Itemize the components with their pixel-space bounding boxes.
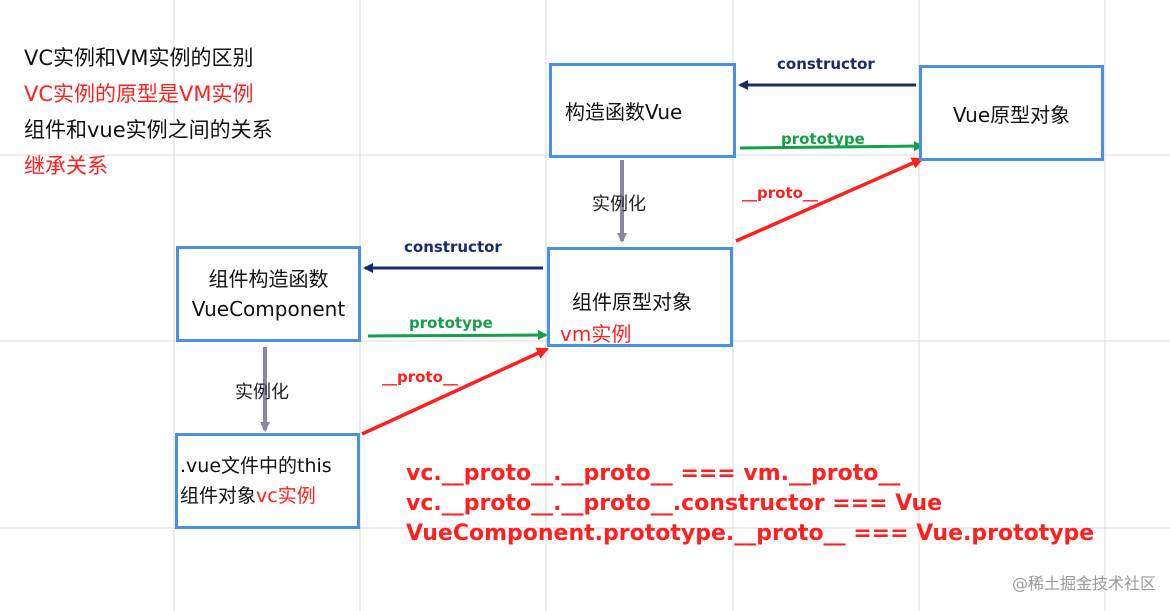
component-prototype-box: 组件原型对象 vm实例 xyxy=(547,247,733,347)
equation-line: VueComponent.prototype.__proto__ === Vue… xyxy=(406,521,1095,546)
instantiate-label-bottom: 实例化 xyxy=(235,382,289,403)
vm-instance-label: vm实例 xyxy=(560,322,632,346)
vc-instance-box: .vue文件中的this 组件对象vc实例 xyxy=(175,433,360,529)
note-inheritance: 继承关系 xyxy=(24,154,108,178)
vue-constructor-label: 构造函数Vue xyxy=(565,100,683,124)
watermark: @稀土掘金技术社区 xyxy=(1011,574,1156,593)
instantiate-label-top: 实例化 xyxy=(592,194,646,215)
constructor-label-top: constructor xyxy=(777,55,875,73)
notes-panel: VC实例和VM实例的区别 VC实例的原型是VM实例 组件和vue实例之间的关系 … xyxy=(24,40,273,184)
component-constructor-box: 组件构造函数 VueComponent xyxy=(176,246,361,342)
note-vc-prototype: VC实例的原型是VM实例 xyxy=(24,82,254,106)
equation-line: vc.__proto__.__proto__ === vm.__proto__ xyxy=(406,461,901,486)
prototype-label-top: prototype xyxy=(781,130,865,148)
vue-constructor-box: 构造函数Vue xyxy=(549,63,736,158)
component-constructor-name: VueComponent xyxy=(191,297,346,321)
note-vc-vm-difference: VC实例和VM实例的区别 xyxy=(24,46,254,70)
proto-label-top: __proto__ xyxy=(742,184,818,202)
proto-arrow-bottom xyxy=(361,347,549,436)
prototype-arrow-top xyxy=(739,141,924,152)
proto-arrow-top xyxy=(735,157,924,243)
vue-prototype-box: Vue原型对象 xyxy=(919,65,1104,161)
constructor-label-mid: constructor xyxy=(404,238,502,256)
component-constructor-label: 组件构造函数 xyxy=(208,267,329,291)
vue-prototype-label: Vue原型对象 xyxy=(952,102,1071,127)
component-object-line: 组件对象vc实例 xyxy=(180,481,357,511)
equation-line: vc.__proto__.__proto__.constructor === V… xyxy=(406,491,943,516)
note-component-relation: 组件和vue实例之间的关系 xyxy=(24,118,273,142)
vc-instance-label: vc实例 xyxy=(256,485,316,507)
prototype-arrow-mid xyxy=(367,330,548,341)
prototype-label-mid: prototype xyxy=(409,314,493,332)
proto-label-bottom: __proto__ xyxy=(382,368,458,386)
vue-file-this-label: .vue文件中的this xyxy=(180,455,332,477)
component-object-label: 组件对象 xyxy=(180,485,257,507)
component-prototype-label: 组件原型对象 xyxy=(572,290,692,314)
